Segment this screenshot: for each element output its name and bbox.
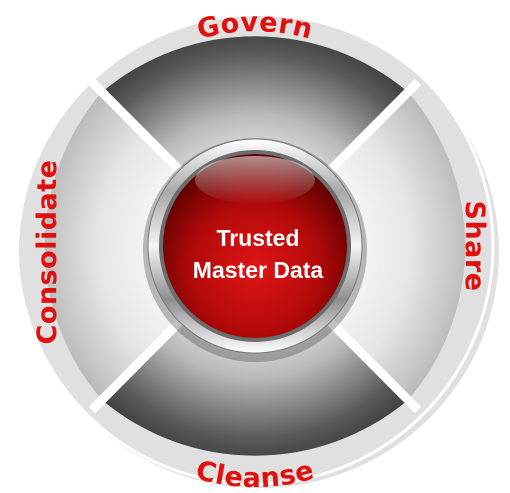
wheel-rim	[15, 6, 495, 486]
segment-label-consolidate: Consolidate	[32, 160, 63, 345]
segment-label-share: Share	[459, 200, 490, 291]
center-line-1: Trusted	[216, 225, 299, 251]
center-line-2: Master Data	[193, 257, 324, 283]
center-gloss	[195, 156, 315, 204]
center-button[interactable]	[163, 154, 347, 338]
